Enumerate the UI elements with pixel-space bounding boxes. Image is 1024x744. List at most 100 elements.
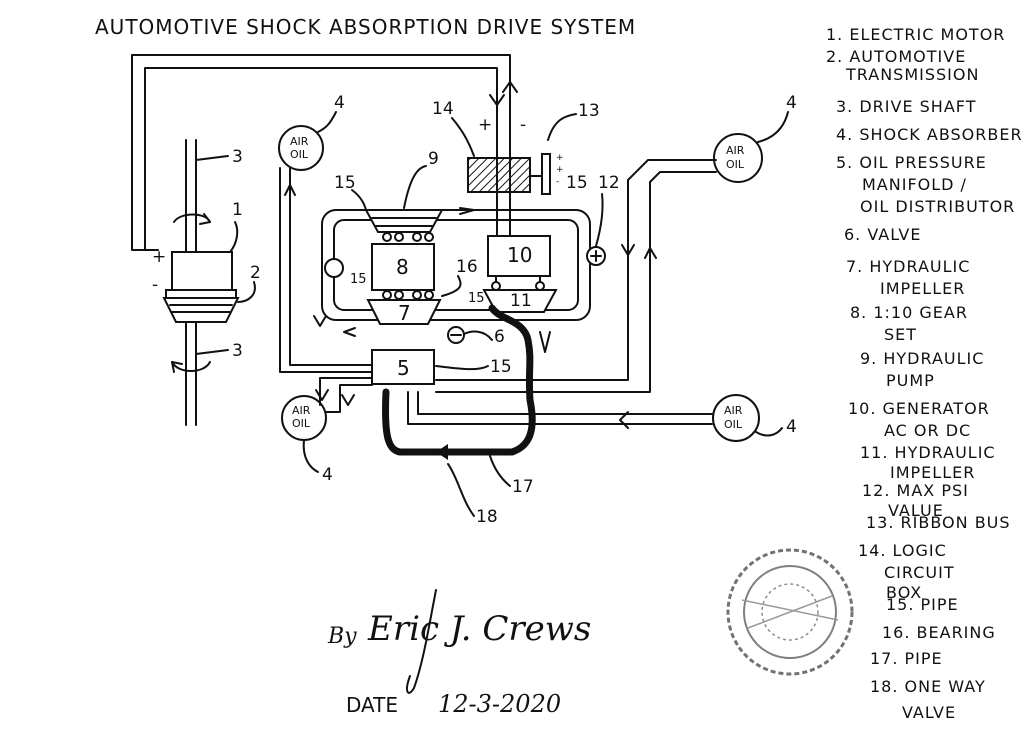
- legend-item: 1. ELECTRIC MOTOR: [826, 25, 1005, 44]
- legend-item: OIL DISTRIBUTOR: [860, 197, 1015, 216]
- author-by: By: [327, 624, 357, 649]
- gear-set: [371, 232, 435, 300]
- legend-item: VALUE: [888, 501, 944, 520]
- logic-circuit-box: [467, 157, 531, 237]
- valve-6: [447, 326, 465, 344]
- logic-box-minus: -: [520, 115, 526, 135]
- shock-absorber-top-left: AIR OIL: [278, 125, 324, 171]
- callout-6: 6: [494, 327, 505, 347]
- legend-item: MANIFOLD /: [862, 175, 967, 194]
- callout-3-top: 3: [232, 147, 243, 167]
- svg-text:AIR: AIR: [726, 144, 745, 157]
- legend-item: IMPELLER: [890, 463, 975, 482]
- callout-15-e: 15: [490, 357, 512, 377]
- legend-item: TRANSMISSION: [845, 65, 979, 84]
- legend: 1. ELECTRIC MOTOR 2. AUTOMOTIVETRANSMISSI…: [826, 25, 1023, 722]
- legend-item: IMPELLER: [880, 279, 965, 298]
- legend-item: BOX: [886, 583, 922, 602]
- electric-motor: [171, 251, 233, 291]
- svg-text:OIL: OIL: [290, 148, 309, 161]
- legend-item: PUMP: [886, 371, 935, 390]
- svg-text:OIL: OIL: [292, 417, 311, 430]
- signature-flourish: [406, 589, 437, 694]
- callout-18: 18: [476, 507, 498, 527]
- legend-item: 16. BEARING: [882, 623, 996, 642]
- thick-pipe-17: [382, 304, 551, 456]
- logic-box-plus: +: [478, 115, 492, 135]
- legend-item: 18. ONE WAY: [870, 677, 986, 696]
- callout-4-bottom-right: 4: [786, 417, 797, 437]
- shock-absorber-top-right: AIR OIL: [713, 133, 763, 183]
- legend-item: 13. RIBBON BUS: [866, 513, 1011, 532]
- legend-item: 12. MAX PSI: [862, 481, 969, 500]
- callout-4-top-right: 4: [786, 93, 797, 113]
- svg-text:OIL: OIL: [724, 418, 743, 431]
- date-label: DATE: [346, 693, 398, 717]
- svg-text:+: +: [556, 165, 564, 175]
- motor-minus-label: -: [152, 275, 158, 295]
- hydraulic-impeller-7-label: 7: [398, 301, 411, 325]
- svg-text:+: +: [556, 153, 564, 163]
- shock-absorber-bottom-right: AIR OIL: [712, 394, 760, 442]
- oil-pressure-manifold: [371, 349, 435, 385]
- hydraulic-impeller-7: [366, 299, 442, 325]
- legend-item: 11. HYDRAULIC: [860, 443, 996, 462]
- callout-15-c: 15: [350, 272, 367, 287]
- legend-item: SET: [884, 325, 917, 344]
- one-way-valve-18: [436, 444, 448, 460]
- legend-item: 2. AUTOMOTIVE: [826, 47, 966, 66]
- legend-item: 9. HYDRAULIC: [860, 349, 984, 368]
- callout-12: 12: [598, 173, 620, 193]
- top-wire-loop: [131, 54, 518, 251]
- callout-4-bottom-left: 4: [322, 465, 333, 485]
- loop-valve-left: [324, 258, 344, 278]
- svg-text:-: -: [556, 177, 559, 187]
- max-psi-valve: [586, 246, 606, 266]
- legend-item: CIRCUIT: [884, 563, 955, 582]
- legend-item: 10. GENERATOR: [848, 399, 990, 418]
- callout-15-d: 15: [468, 291, 485, 306]
- legend-item: 6. VALVE: [844, 225, 921, 244]
- callout-1: 1: [232, 200, 243, 220]
- callout-16: 16: [456, 257, 478, 277]
- legend-item: AC OR DC: [884, 421, 971, 440]
- motor-plus-label: +: [152, 247, 166, 267]
- callout-3-bottom: 3: [232, 341, 243, 361]
- gear-set-label: 8: [396, 255, 409, 279]
- callout-17: 17: [512, 477, 534, 497]
- legend-item: 15. PIPE: [886, 595, 959, 614]
- callout-9: 9: [428, 149, 439, 169]
- date-value: 12-3-2020: [438, 690, 561, 718]
- callout-13: 13: [578, 101, 600, 121]
- legend-item: 4. SHOCK ABSORBER: [836, 125, 1023, 144]
- legend-item: 7. HYDRAULIC: [846, 257, 970, 276]
- ribbon-bus: + + -: [529, 153, 564, 195]
- legend-item: 17. PIPE: [870, 649, 943, 668]
- shock-absorber-pipes: [279, 159, 717, 429]
- automotive-transmission: [162, 289, 240, 323]
- hydraulic-pump: [364, 209, 444, 233]
- callout-14: 14: [432, 99, 454, 119]
- generator-label: 10: [507, 243, 532, 267]
- svg-text:OIL: OIL: [726, 158, 745, 171]
- diagram-title: AUTOMOTIVE SHOCK ABSORPTION DRIVE SYSTEM: [95, 15, 636, 39]
- legend-item: 5. OIL PRESSURE: [836, 153, 987, 172]
- author-signature: Eric J. Crews: [367, 609, 591, 649]
- callout-2: 2: [250, 263, 261, 283]
- callout-15-b: 15: [566, 173, 588, 193]
- legend-item: 14. LOGIC: [858, 541, 947, 560]
- generator: [487, 235, 551, 283]
- legend-item: VALVE: [902, 703, 956, 722]
- svg-text:AIR: AIR: [292, 404, 311, 417]
- svg-text:AIR: AIR: [290, 135, 309, 148]
- shock-absorber-bottom-left: AIR OIL: [281, 395, 327, 441]
- callout-15-a: 15: [334, 173, 356, 193]
- callout-4-top-left: 4: [334, 93, 345, 113]
- svg-text:AIR: AIR: [724, 404, 743, 417]
- oil-pressure-manifold-label: 5: [397, 356, 410, 380]
- legend-item: 3. DRIVE SHAFT: [836, 97, 976, 116]
- hydraulic-impeller-11-label: 11: [510, 291, 532, 311]
- notary-stamp: [726, 548, 854, 676]
- legend-item: 8. 1:10 GEAR: [850, 303, 968, 322]
